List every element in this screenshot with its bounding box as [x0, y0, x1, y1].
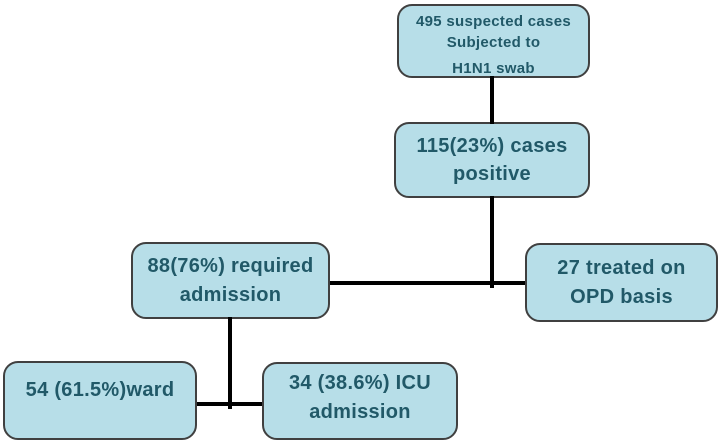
node-text-line: H1N1 swab	[452, 60, 535, 77]
connector-suspected-to-positive	[490, 76, 494, 124]
node-text-line: Subjected to	[446, 34, 541, 51]
node-text-line: 27 treated on	[557, 256, 686, 279]
node-text-line: positive	[453, 163, 531, 185]
node-text-line: 54 (61.5%)ward	[25, 379, 175, 401]
connector-admission-to-opd	[330, 281, 525, 285]
node-icu-admission: 34 (38.6%) ICU admission	[262, 362, 458, 440]
node-ward: 54 (61.5%)ward	[3, 361, 197, 440]
node-positive-cases: 115(23%) cases positive	[394, 122, 590, 198]
node-text-line: OPD basis	[570, 285, 673, 308]
node-text-line: 34 (38.6%) ICU	[288, 372, 432, 394]
connector-positive-down	[490, 196, 494, 288]
node-text-line: 115(23%) cases	[416, 135, 568, 157]
node-text-line: 495 suspected cases	[416, 13, 571, 30]
node-text-line: admission	[179, 283, 282, 306]
connector-admission-down	[228, 317, 232, 409]
node-text-line: admission	[309, 401, 411, 423]
node-text-line: 88(76%) required	[147, 254, 314, 277]
node-required-admission: 88(76%) required admission	[131, 242, 330, 319]
connector-ward-to-icu	[197, 402, 262, 406]
node-opd-basis: 27 treated on OPD basis	[525, 243, 718, 322]
node-495-suspected-cases: 495 suspected cases Subjected to H1N1 sw…	[397, 4, 590, 78]
